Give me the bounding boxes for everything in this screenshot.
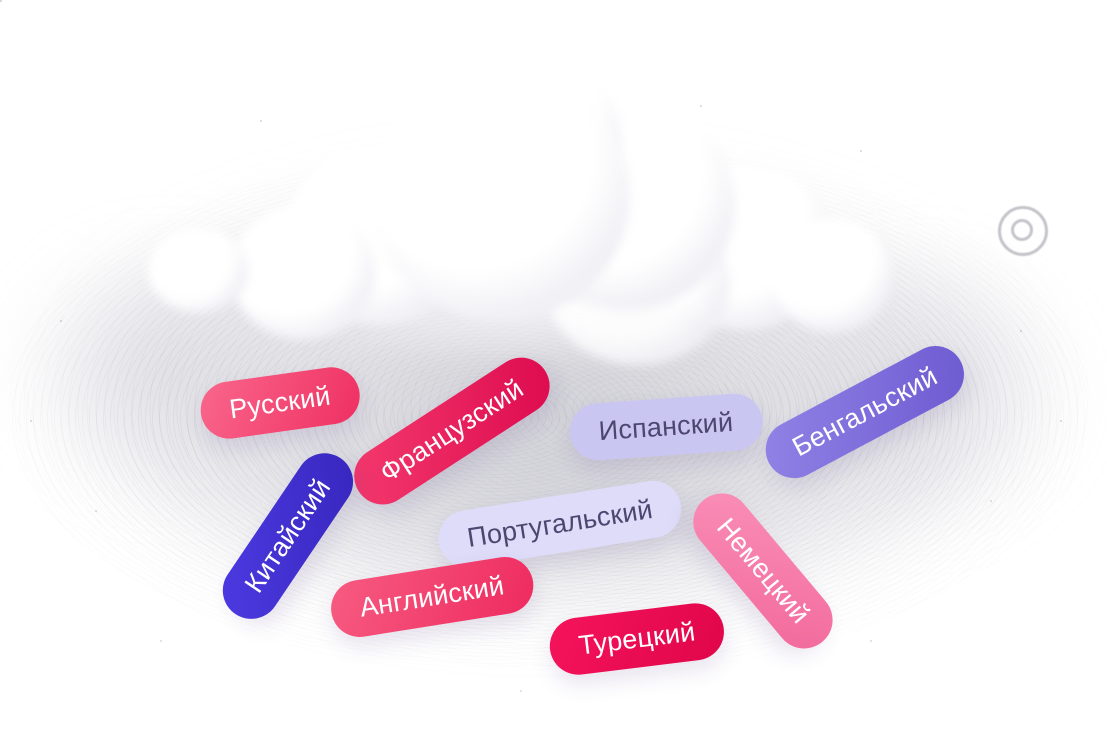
cloud-puff (772, 218, 892, 333)
cloud-puff (370, 70, 630, 320)
swirl-doodle-icon (998, 206, 1048, 256)
cloud-puff (148, 228, 248, 313)
grain-specks (0, 0, 2, 2)
cloud-puff (230, 205, 375, 340)
